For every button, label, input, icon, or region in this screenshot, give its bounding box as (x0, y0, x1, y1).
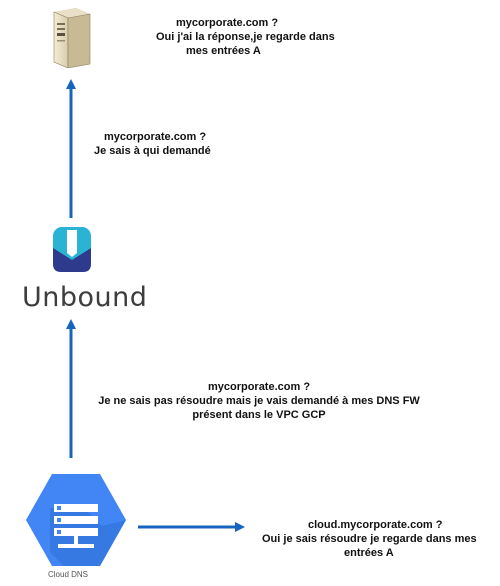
annotation-line: mycorporate.com ? (104, 131, 207, 143)
cloud-dns-label: Cloud DNS (48, 570, 89, 579)
annotation-line: mycorporate.com ? (207, 381, 311, 393)
annotation-clouddns-forward: mycorporate.com ? Je ne sais pas résoudr… (84, 380, 434, 422)
annotation-clouddns-answer: cloud.mycorporate.com ? Oui je sais réso… (262, 518, 477, 560)
annotation-line: mycorporate.com ? (176, 17, 279, 29)
annotation-unbound-forward: mycorporate.com ? Je sais à qui demandé (94, 130, 211, 158)
annotation-server-answer: mycorporate.com ? Oui j'ai la réponse,je… (156, 16, 335, 58)
unbound-logo-icon (53, 227, 91, 272)
annotation-line: Oui je sais résoudre je regarde dans mes (262, 533, 477, 545)
annotation-line: Je sais à qui demandé (94, 145, 211, 157)
dns-rows-icon (54, 504, 98, 548)
annotation-line: mes entrées A (186, 45, 261, 57)
annotation-line: Oui j'ai la réponse,je regarde dans (156, 31, 335, 43)
annotation-line: entrées A (344, 547, 394, 559)
annotation-line: cloud.mycorporate.com ? (308, 519, 443, 531)
annotation-line: présent dans le VPC GCP (192, 409, 326, 421)
unbound-label: Unbound (22, 282, 148, 313)
annotation-line: Je ne sais pas résoudre mais je vais dem… (98, 395, 420, 407)
server-tower-icon (53, 8, 91, 68)
cloud-dns-icon (26, 474, 126, 566)
